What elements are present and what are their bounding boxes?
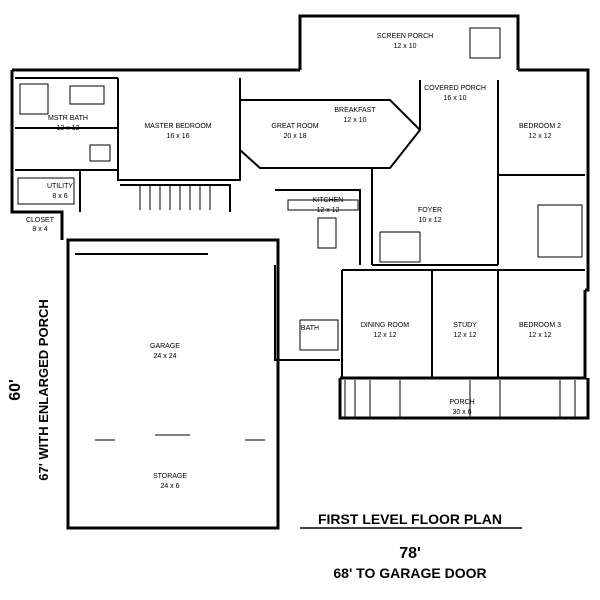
garage-name: GARAGE <box>150 343 180 350</box>
great-room-size: 20 x 18 <box>284 133 307 140</box>
breakfast-name: BREAKFAST <box>334 107 376 114</box>
kitchen-size: 12 x 12 <box>317 207 340 214</box>
master-bedroom-name: MASTER BEDROOM <box>144 123 211 130</box>
fixtures <box>17 27 583 441</box>
bedroom-2-name: BEDROOM 2 <box>519 123 561 130</box>
utility-name: UTILITY <box>47 183 73 190</box>
closet-name: CLOSET <box>26 217 55 224</box>
storage-size: 24 x 6 <box>160 483 179 490</box>
bedroom-3-name: BEDROOM 3 <box>519 322 561 329</box>
study-name: STUDY <box>453 322 477 329</box>
covered-porch-size: 16 x 10 <box>444 95 467 102</box>
foyer-size: 10 x 12 <box>419 217 442 224</box>
bedroom-3-size: 12 x 12 <box>529 332 552 339</box>
depth-captions: 60' 67' WITH ENLARGED PORCH <box>7 299 51 481</box>
dining-room-name: DINING ROOM <box>361 322 409 329</box>
room-labels: MSTR BATH 12 x 12 MASTER BEDROOM 16 x 16… <box>26 33 561 490</box>
bedroom-2-size: 12 x 12 <box>529 133 552 140</box>
plan-title: FIRST LEVEL FLOOR PLAN <box>318 511 502 527</box>
garage-size: 24 x 24 <box>154 353 177 360</box>
closet-size: 8 x 4 <box>32 226 47 233</box>
porch-size: 30 x 6 <box>452 409 471 416</box>
covered-porch-name: COVERED PORCH <box>424 85 486 92</box>
foyer-name: FOYER <box>418 207 442 214</box>
kitchen-name: KITCHEN <box>313 197 344 204</box>
storage-name: STORAGE <box>153 473 187 480</box>
master-bath-name: MSTR BATH <box>48 115 88 122</box>
porch-name: PORCH <box>449 399 474 406</box>
great-room-name: GREAT ROOM <box>271 123 318 130</box>
master-bath-size: 12 x 12 <box>57 125 80 132</box>
overall-depth: 60' <box>7 379 24 401</box>
bath-1-name: BATH <box>301 325 319 332</box>
screen-porch-name: SCREEN PORCH <box>377 33 433 40</box>
dining-room-size: 12 x 12 <box>374 332 397 339</box>
overall-width: 78' <box>399 545 421 562</box>
master-bedroom-size: 16 x 16 <box>167 133 190 140</box>
screen-porch-size: 12 x 10 <box>394 43 417 50</box>
interior-walls <box>15 77 585 378</box>
depth-note: 67' WITH ENLARGED PORCH <box>36 299 51 481</box>
utility-size: 8 x 6 <box>52 193 67 200</box>
width-to-garage: 68' TO GARAGE DOOR <box>333 565 486 581</box>
breakfast-size: 12 x 10 <box>344 117 367 124</box>
study-size: 12 x 12 <box>454 332 477 339</box>
wall-outline <box>10 14 590 530</box>
